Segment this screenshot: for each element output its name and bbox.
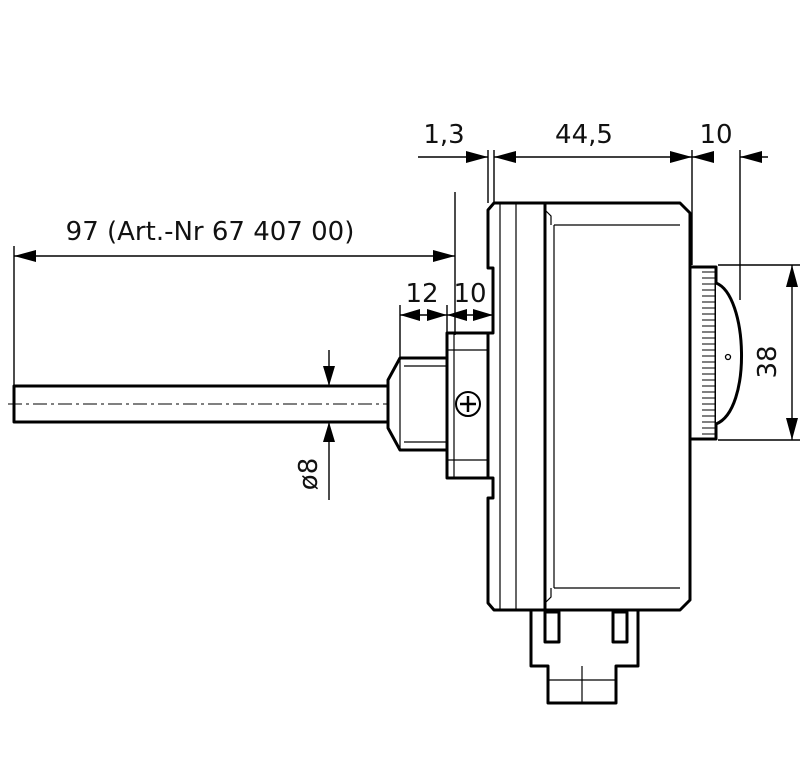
adjustment-knob: [688, 265, 743, 441]
knob-depth-label: 10: [699, 120, 732, 150]
threaded-fitting: [386, 356, 449, 452]
fitting-length-label: 12: [405, 279, 438, 309]
cable-gland: [529, 608, 640, 705]
flange-gap-label: 1,3: [423, 120, 464, 150]
dimension-probe-length: [13, 192, 456, 386]
main-housing: [543, 201, 692, 612]
housing-depth-label: 44,5: [555, 120, 613, 150]
dimension-knob-diameter: [718, 264, 800, 441]
nut-length-label: 10: [453, 279, 486, 309]
base-plate: [486, 201, 547, 612]
dimension-fitting: [399, 305, 494, 358]
probe-diameter-label: ø8: [294, 458, 324, 490]
screw-icon: [455, 391, 481, 417]
knob-diameter-label: 38: [753, 345, 783, 378]
dimension-probe-diameter: [323, 350, 335, 500]
dimension-housing-top: [418, 150, 768, 300]
probe-length-label: 97 (Art.-Nr 67 407 00): [66, 217, 355, 247]
